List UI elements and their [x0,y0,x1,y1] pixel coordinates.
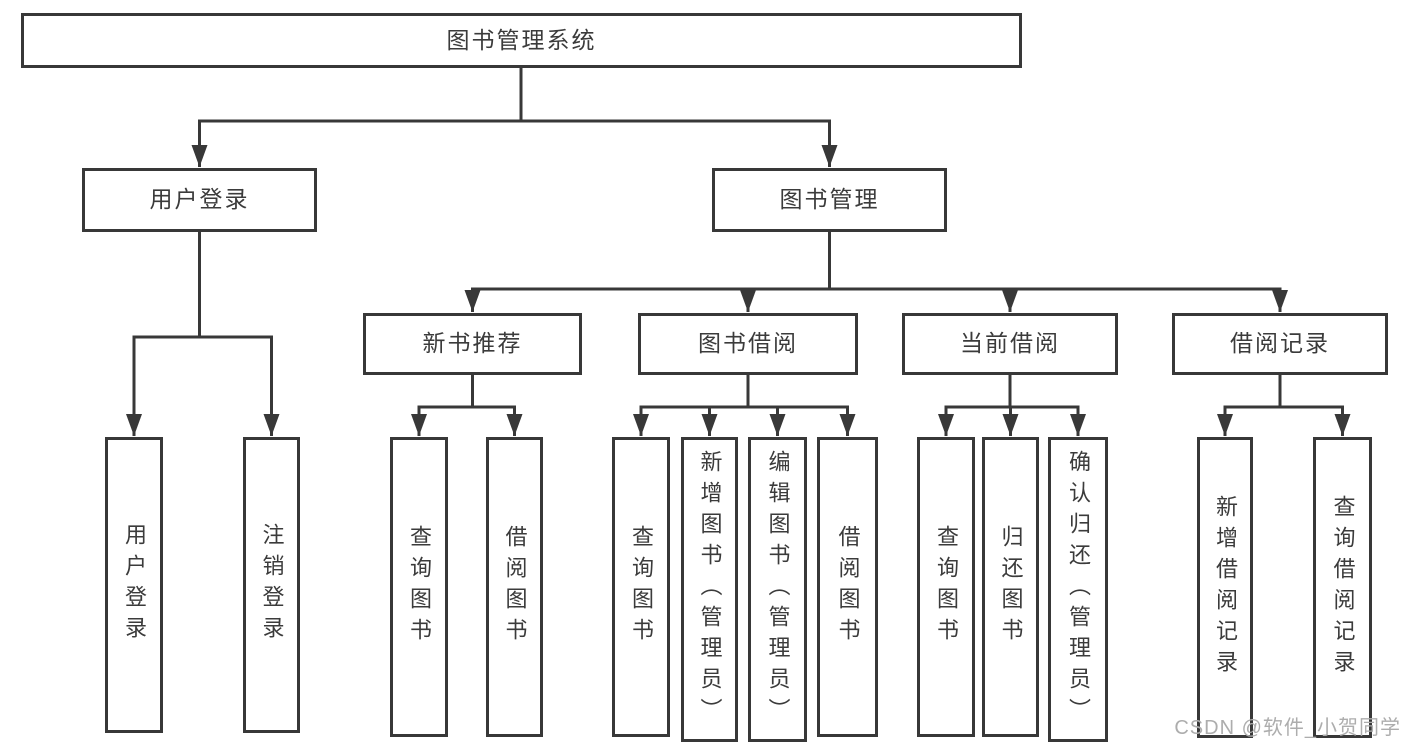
leaf-user-login: 用户登录 [105,437,163,733]
node-current-borrowing: 当前借阅 [902,313,1118,375]
watermark-text: CSDN @软件_小贺同学 [1174,717,1401,739]
leaf-borrow-books-borrowing: 借阅图书 [817,437,878,737]
node-borrowing-records: 借阅记录 [1172,313,1388,375]
node-user-login: 用户登录 [82,168,317,232]
node-new-book-recommend: 新书推荐 [363,313,582,375]
leaf-query-books-recommend: 查询图书 [390,437,448,737]
leaf-query-books-current: 查询图书 [917,437,975,737]
leaf-confirm-return-admin: 确认归还（管理员） [1048,437,1108,742]
leaf-borrow-books-recommend: 借阅图书 [486,437,543,737]
leaf-add-borrow-record: 新增借阅记录 [1197,437,1253,738]
node-book-management: 图书管理 [712,168,947,232]
leaf-logout: 注销登录 [243,437,300,733]
leaf-query-borrow-record: 查询借阅记录 [1313,437,1372,738]
leaf-query-books-borrowing: 查询图书 [612,437,670,737]
node-library-system: 图书管理系统 [21,13,1022,68]
node-book-borrowing: 图书借阅 [638,313,858,375]
leaf-return-books: 归还图书 [982,437,1039,737]
leaf-edit-book-admin: 编辑图书（管理员） [748,437,807,742]
leaf-add-book-admin: 新增图书（管理员） [681,437,738,742]
